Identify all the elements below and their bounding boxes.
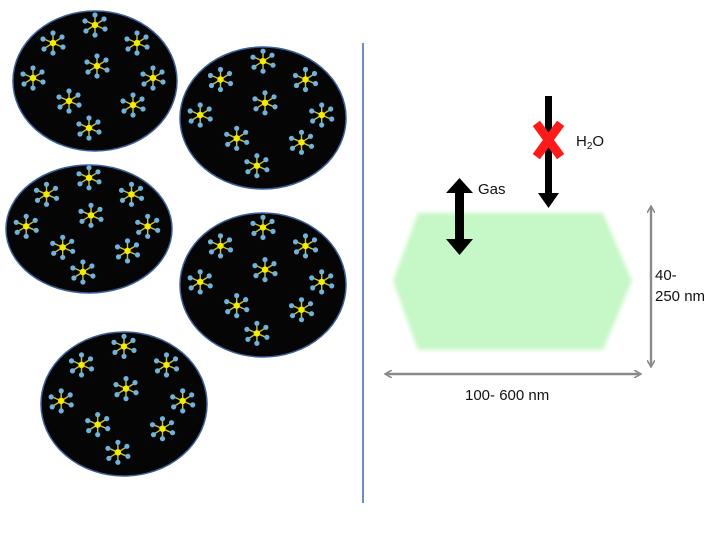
gas-label: Gas <box>478 181 506 198</box>
water-label-sub: 2 <box>586 141 593 152</box>
height-dimension-label-line2: 250 nm <box>655 288 706 305</box>
height-dimension-label-line1: 40- <box>655 267 677 284</box>
particle-1 <box>12 10 178 152</box>
blocked-x-icon <box>532 120 565 160</box>
particle-3 <box>5 164 173 294</box>
particle-2 <box>179 46 347 190</box>
width-dimension-label: 100- 600 nm <box>465 387 550 404</box>
water-label-tail: O <box>592 133 605 150</box>
crystal-hexagon <box>393 213 632 350</box>
particle-4 <box>179 212 347 358</box>
particle-5 <box>40 331 208 477</box>
water-label-main: H <box>576 133 587 150</box>
water-label: H2O <box>576 132 605 152</box>
particles-group <box>5 10 347 477</box>
gas-arrow-icon <box>446 178 473 255</box>
